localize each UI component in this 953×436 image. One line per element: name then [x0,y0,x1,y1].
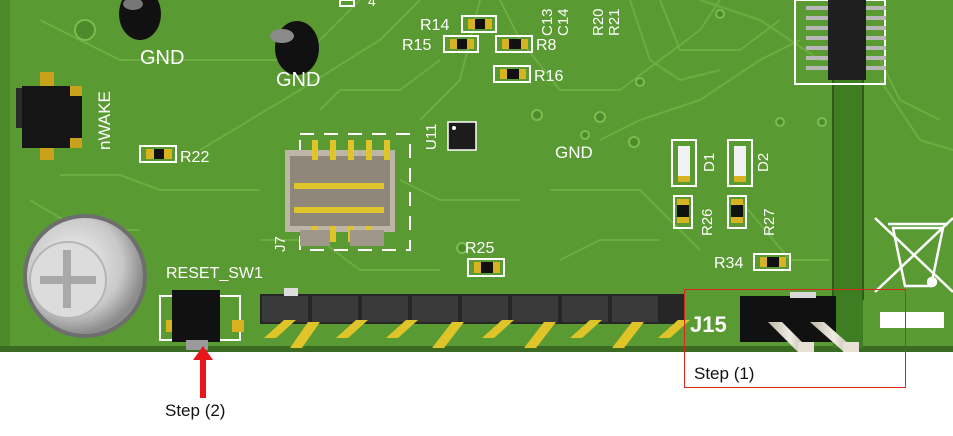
gnd-label-center: GND [555,143,593,162]
gnd-testpoint-mid [270,21,319,75]
step1-caption: Step (1) [694,364,755,383]
step2-arrow-icon [193,346,213,398]
r20-label: R20 [590,8,607,36]
r15-resistor [443,35,479,53]
r16-label: R16 [534,68,563,85]
gnd-testpoint-left [119,0,161,40]
r25-label: R25 [465,240,494,257]
c13-label: C13 [539,8,556,36]
r27-resistor [727,195,747,229]
c14-label: C14 [555,8,572,36]
mounting-screw [23,214,147,338]
pin-header-strip [260,288,690,348]
r21-label: R21 [606,8,623,36]
r34-resistor [753,253,791,271]
gnd-label-left: GND [140,47,184,69]
r8-resistor [495,35,533,53]
u11-chip [447,121,477,151]
d1-label: D1 [701,153,718,172]
r26-label: R26 [699,208,716,236]
r15-label: R15 [402,37,431,54]
r34-label: R34 [714,255,743,272]
step2-caption: Step (2) [165,401,226,420]
j15-highlight-box [684,289,906,388]
r14-label: R14 [420,17,449,34]
pcb-board: GND GND GND nWAKE R22 RESET_SW1 [0,0,953,352]
r22-label: R22 [180,149,209,166]
j7-label: J7 [272,236,289,252]
ic-soic [794,0,886,85]
j15-label: J15 [690,312,727,337]
gnd-label-mid: GND [276,69,320,91]
d2-label: D2 [755,153,772,172]
nwake-label: nWAKE [95,91,114,150]
d1-led [671,139,697,187]
r8-label: R8 [536,37,557,54]
nwake-switch [16,72,82,160]
weee-recycling-symbol [874,217,953,293]
r16-resistor [493,65,531,83]
svg-text:4: 4 [368,0,376,9]
r25-resistor [467,258,505,277]
reset-sw1-button [159,290,244,350]
reset-sw1-label: RESET_SW1 [166,265,263,282]
r14-resistor [461,15,497,33]
r26-resistor [673,195,693,229]
d2-led [727,139,753,187]
j15-jumper [740,292,859,352]
r27-label: R27 [761,208,778,236]
r22-resistor [139,145,177,163]
u11-label: U11 [423,124,440,150]
j7-connector [285,133,411,251]
